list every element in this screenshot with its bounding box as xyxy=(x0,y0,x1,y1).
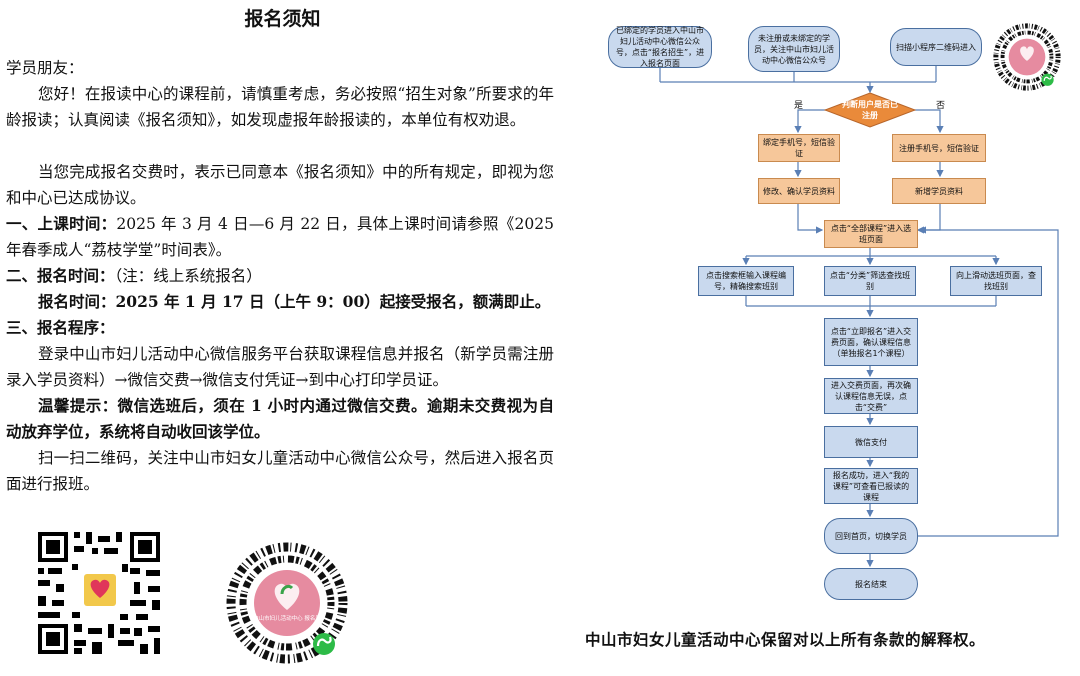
registration-flowchart: 已绑定的学员进入中山市妇儿活动中心微信公众号，点击“报名招生”，进入报名页面 未… xyxy=(598,18,1068,618)
wechat-qr-code-icon xyxy=(34,528,164,658)
flow-back-home: 回到首页，切换学员 xyxy=(824,518,918,554)
section-signup-time: 二、报名时间：（注：线上系统报名） xyxy=(6,263,554,289)
miniprogram-code-icon: 中山市妇儿活动中心 报名号 xyxy=(225,541,349,665)
flow-all-courses: 点击“全部课程”进入选班页面 xyxy=(824,220,918,248)
procedure-text: 登录中山市妇儿活动中心微信服务平台获取课程信息并报名（新学员需注册录入学员资料）… xyxy=(6,345,554,389)
flow-decision-label: 判断用户是否已注册 xyxy=(842,100,898,120)
flow-search-course: 点击搜索框输入课程编号，精确搜索班别 xyxy=(698,266,794,296)
miniprogram-code-small-icon xyxy=(992,22,1062,92)
flow-end: 报名结束 xyxy=(824,568,918,600)
notice-column: 报名须知 学员朋友： 您好！在报读中心的课程前，请慎重考虑，务必按照“招生对象”… xyxy=(6,8,554,665)
flow-start-scan-code: 扫描小程序二维码进入 xyxy=(890,28,982,66)
flow-yes-label: 是 xyxy=(794,101,804,111)
flow-bind-phone: 绑定手机号，短信验证 xyxy=(758,134,840,162)
flow-signup-success: 报名成功，进入“我的课程”可查看已报读的课程 xyxy=(824,468,918,504)
section-signup-time-note: （注：线上系统报名） xyxy=(114,267,262,285)
section-class-time-text: 2025 年 3 月 4 日—6 月 22 日，具体上课时间请参照《2025 年… xyxy=(6,215,554,259)
section-signup-time-heading: 二、报名时间： xyxy=(6,266,115,285)
section-class-time-heading: 一、上课时间： xyxy=(6,214,117,233)
flow-new-student-info: 新增学员资料 xyxy=(892,178,986,204)
flow-wechat-pay: 微信支付 xyxy=(824,426,918,458)
scan-instruction: 扫一扫二维码，关注中山市妇女儿童活动中心微信公众号，然后进入报名页面进行报班。 xyxy=(6,449,554,493)
intro-paragraph-2: 当您完成报名交费时，表示已同意本《报名须知》中的所有规定，即视为您和中心已达成协… xyxy=(6,163,554,207)
page-title: 报名须知 xyxy=(244,8,321,30)
section-class-time: 一、上课时间：2025 年 3 月 4 日—6 月 22 日，具体上课时间请参照… xyxy=(6,211,554,263)
warm-tip: 温馨提示：微信选班后，须在 1 小时内通过微信交费。逾期未交费视为自动放弃学位，… xyxy=(6,396,554,441)
flow-start-unregistered-user: 未注册或未绑定的学员，关注中山市妇儿活动中心微信公众号 xyxy=(748,26,840,72)
flow-start-bound-user: 已绑定的学员进入中山市妇儿活动中心微信公众号，点击“报名招生”，进入报名页面 xyxy=(608,26,712,68)
flow-edit-student-info: 修改、确认学员资料 xyxy=(758,178,840,204)
flowchart-connectors xyxy=(659,66,1059,568)
flow-decision-diamond xyxy=(824,92,916,128)
flow-scroll-page: 向上滑动选班页面，查找班别 xyxy=(950,266,1042,296)
section-procedure-heading: 三、报名程序： xyxy=(6,318,115,337)
flow-category-filter: 点击“分类”筛选查找班别 xyxy=(824,266,916,296)
footer-disclaimer: 中山市妇女儿童活动中心保留对以上所有条款的解释权。 xyxy=(585,630,986,649)
flow-no-label: 否 xyxy=(936,101,946,111)
miniprogram-text: 中山市妇儿活动中心 报名号 xyxy=(253,614,321,622)
flow-register-phone: 注册手机号，短信验证 xyxy=(892,134,986,162)
flow-apply-now: 点击“立即报名”进入交费页面，确认课程信息（单独报名1个课程） xyxy=(824,318,918,366)
intro-paragraph-1: 您好！在报读中心的课程前，请慎重考虑，务必按照“招生对象”所要求的年龄报读；认真… xyxy=(6,85,554,129)
signup-time-text: 报名时间：2025 年 1 月 17 日（上午 9：00）起接受报名，额满即止。 xyxy=(38,292,551,311)
greeting: 学员朋友： xyxy=(6,59,84,77)
flow-payment-page: 进入交费页面，再次确认课程信息无误，点击“交费” xyxy=(824,378,918,414)
